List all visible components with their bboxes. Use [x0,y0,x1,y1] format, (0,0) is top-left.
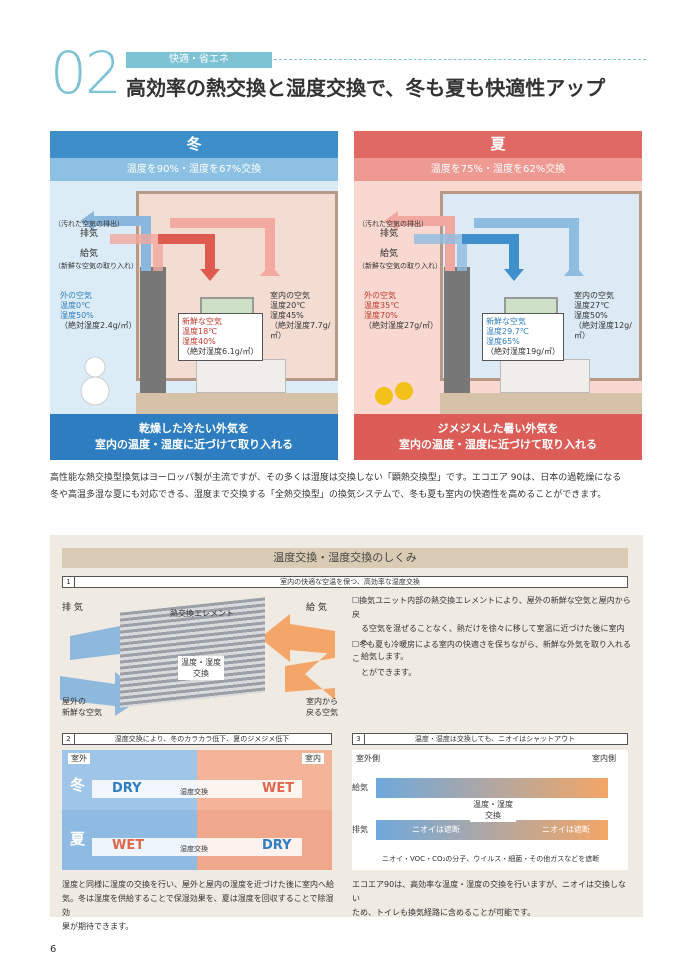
label-exhaust: 排 気 [62,603,83,613]
air-flow-arrows [80,211,280,406]
winter-heading: 冬 [50,131,338,158]
winter-panel: 冬 温度を90%・湿度を67%交換 （汚れた空気の排出） 排気 給気 （新鮮な空… [50,131,338,460]
s2-winter: 冬 [70,776,86,794]
summer-exhaust-label: 排気 [380,229,399,239]
page-title: 高効率の熱交換と湿度交換で、冬も夏も快適性アップ [126,76,606,100]
winter-summary: 温度を90%・湿度を67%交換 [50,158,338,181]
air-flow-arrows [375,211,584,405]
winter-supply-label: 給気 [80,249,99,259]
winter-exhaust-label: 排気 [80,229,99,239]
summer-panel: 夏 温度を75%・湿度を62%交換 （汚れた空気の排出） 排気 給気 （新鮮な空… [354,131,642,460]
winter-exhaust-note: （汚れた空気の排出） [54,220,124,228]
winter-footer: 乾燥した冷たい外気を室内の温度・湿度に近づけて取り入れる [50,414,338,460]
summer-supply-label: 給気 [380,249,399,259]
bullet-1: ☐換気ユニット内部の熱交換エレメントにより、屋外の新鮮な空気と屋内から戻る空気を… [352,596,631,661]
summer-summary: 温度を75%・湿度を62%交換 [354,158,642,181]
s3-center: 温度・湿度交換 [470,798,516,822]
s2-dry-winter: DRY [112,781,142,796]
mechanism-title: 温度交換・湿度交換のしくみ [62,548,628,568]
intro-paragraph: 高性能な熱交換型換気はヨーロッパ製が主流ですが、その多くは湿度は交換しない「顕熱… [50,473,622,500]
s2-wet-winter: WET [262,781,295,796]
summer-heading: 夏 [354,131,642,158]
summer-exhaust-note: （汚れた空気の排出） [358,220,428,228]
s3-outdoor: 室外側 [356,754,380,763]
label-supply: 給 気 [306,603,327,613]
divider [274,59,646,60]
page-number: 6 [50,944,57,955]
odor-diagram: 室外側 室内側 給気 排気 温度・湿度交換 ニオイは遮断 ニオイは遮断 ニオイ・… [352,750,628,870]
s3-note: ニオイ・VOC・CO₂の分子、ウイルス・細菌・その他ガスなどを遮断 [382,855,600,863]
label-outside-air: 屋外の新鮮な空気 [62,697,102,717]
summer-supply-note: （新鮮な空気の取り入れ） [358,262,442,270]
s2-caption: 湿度と同様に湿度の交換を行い、屋外と屋内の湿度を近づけた後に室内へ給気。冬は湿度… [62,880,334,931]
label-indoor-air: 室内から戻る空気 [306,697,338,717]
s2-wet-summer: WET [112,838,145,853]
s2-outdoor: 室外 [68,753,90,764]
ventilation-unit [140,267,166,414]
s3-block-left: ニオイは遮断 [412,825,460,834]
exchange-center-label: 温度・湿度交換 [178,656,224,680]
floor [136,393,338,414]
s2-indoor: 室内 [302,753,324,764]
winter-supply-note: （新鮮な空気の取り入れ） [54,262,138,270]
bullet-2: ☐冬も夏も冷暖房による室内の快適さを保ちながら、新鮮な外気を取り入れることができ… [352,640,631,677]
s2-dry-summer: DRY [262,838,292,853]
s2-exchange-winter: 湿度交換 [180,788,208,796]
section-number: 02 [50,39,122,107]
humidity-diagram: 室外 室内 冬 夏 DRY WET WET DRY 湿度交換 湿度交換 [62,750,332,870]
element-label: 熱交換エレメント [170,609,234,618]
s3-indoor: 室内側 [592,754,616,763]
s2-summer: 夏 [70,830,86,848]
s3-block-right: ニオイは遮断 [542,825,590,834]
s3-caption: エコエア90は、高効率な温度・湿度の交換を行いますが、ニオイは交換しないため、ト… [352,880,627,917]
ventilation-unit [444,267,470,414]
floor [440,393,642,414]
section-tag: 快適・省エネ [126,52,272,68]
s2-exchange-summer: 湿度交換 [180,845,208,853]
summer-footer: ジメジメした暑い外気を室内の温度・湿度に近づけて取り入れる [354,414,642,460]
s3-supply: 給気 [352,783,368,792]
s3-exhaust: 排気 [352,825,368,834]
